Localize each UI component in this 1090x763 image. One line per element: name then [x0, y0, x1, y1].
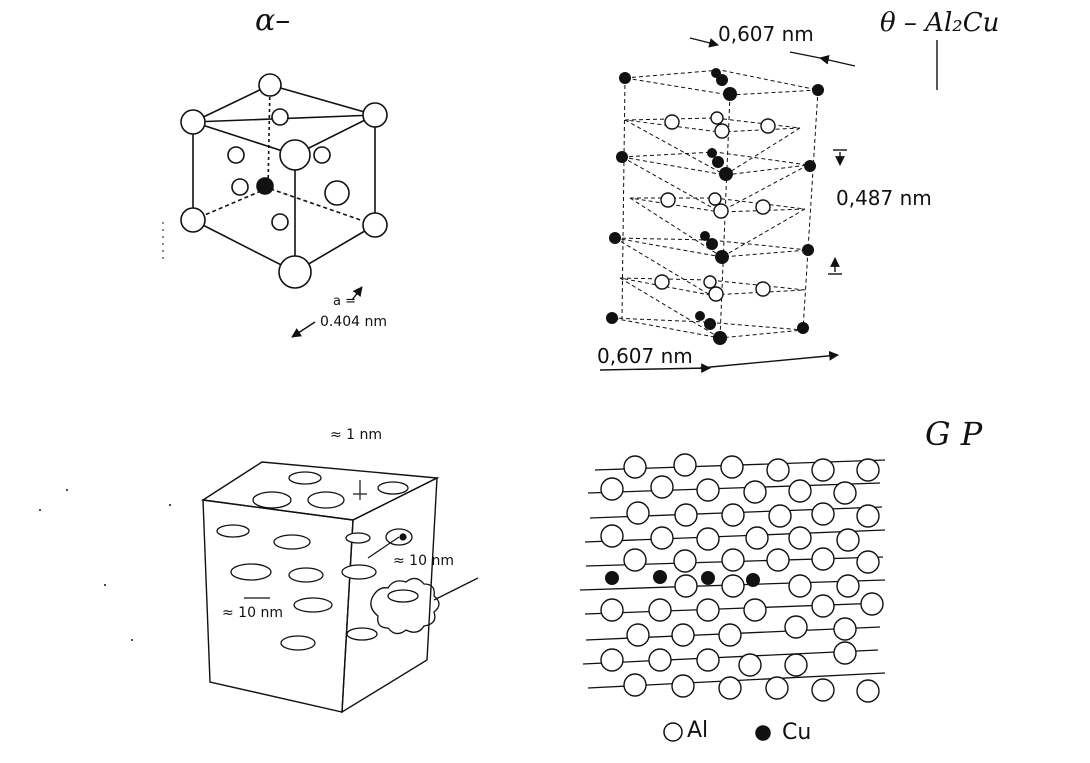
lattice-a-label: a =	[333, 294, 356, 309]
gp-legend-al: Al	[687, 718, 709, 743]
lattice-value-label: 0.404 nm	[320, 314, 388, 330]
theta-dimension-arrows	[599, 37, 856, 374]
alpha-atoms	[180, 73, 388, 289]
precipitate-strain-field	[370, 577, 479, 635]
theta-cu-atoms	[606, 68, 824, 345]
precipitate-diameter-left: ≈ 10 nm	[222, 605, 283, 621]
gp-al-atoms	[600, 453, 884, 703]
theta-bottom-dim: 0,607 nm	[597, 344, 693, 368]
alpha-phase-label: α–	[255, 3, 291, 38]
precipitate-speckles	[39, 489, 171, 641]
precipitate-discs	[216, 471, 419, 651]
theta-phase-label: θ – Al₂Cu	[880, 8, 1000, 38]
lattice-arrow-bottom	[291, 321, 316, 338]
theta-mid-dim: 0,487 nm	[836, 186, 932, 210]
lattice-arrow-top	[351, 286, 363, 301]
gp-legend-symbols	[663, 722, 771, 742]
precipitate-block	[201, 461, 440, 714]
theta-al-atoms	[654, 111, 776, 302]
precipitate-dim-marks	[244, 480, 407, 599]
precipitate-diameter-right: ≈ 10 nm	[393, 553, 454, 569]
precipitate-thickness-label: ≈ 1 nm	[330, 427, 383, 443]
gp-legend-cu: Cu	[782, 720, 812, 745]
gp-cu-atoms	[605, 570, 760, 587]
theta-top-dim: 0,607 nm	[718, 22, 814, 46]
gp-zone-label: G P	[925, 415, 983, 453]
